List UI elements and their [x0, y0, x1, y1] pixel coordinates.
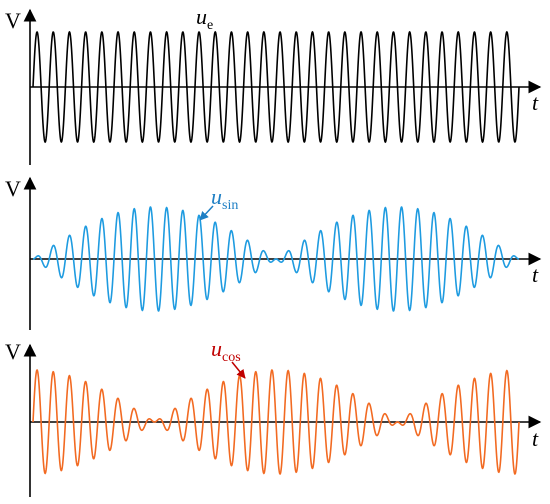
ucos-label: ucos — [211, 336, 241, 365]
ue-series-line — [32, 30, 520, 144]
usin-series-line — [32, 206, 520, 312]
ucos-label-main: u — [211, 336, 222, 361]
ucos-label-sub: cos — [222, 350, 241, 365]
usin-label-sub: sin — [222, 198, 238, 213]
ue-label: ue — [196, 4, 213, 33]
ucos-series-line — [32, 369, 520, 475]
usin-label: usin — [211, 184, 238, 213]
panel-ucos: V t ucos — [5, 336, 542, 497]
usin-pointer-arrow — [199, 205, 214, 221]
usin-label-main: u — [211, 184, 222, 209]
panel-usin: V t usin — [5, 176, 542, 330]
ue-label-sub: e — [207, 18, 213, 33]
y-axis-label-2: V — [5, 176, 21, 201]
x-axis-label-3: t — [532, 426, 539, 451]
ucos-pointer-arrow — [231, 361, 246, 379]
panel-ue: V t ue — [5, 4, 542, 165]
ue-label-main: u — [196, 4, 207, 29]
y-axis-label-1: V — [5, 8, 21, 33]
x-axis-label-2: t — [532, 262, 539, 287]
y-axis-label-3: V — [5, 339, 21, 364]
x-axis-label-1: t — [532, 90, 539, 115]
